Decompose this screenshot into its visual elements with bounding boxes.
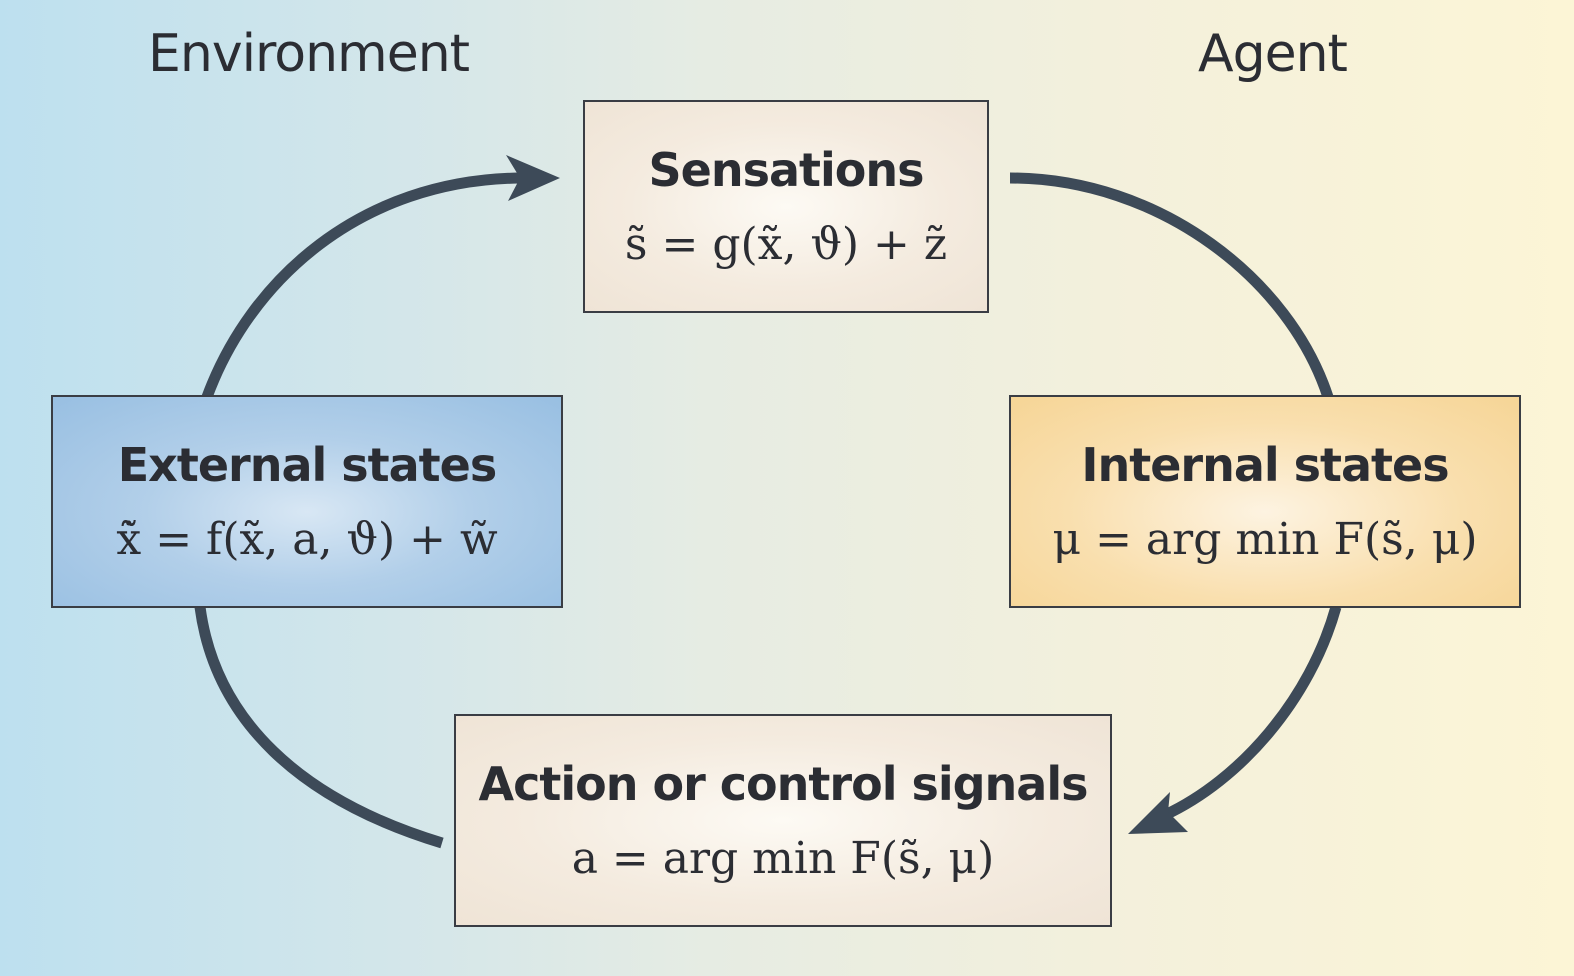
environment-label: Environment — [148, 24, 470, 84]
external-states-box: External states x̃̇ = f(x̃, a, ϑ) + w̃ — [51, 395, 563, 608]
arrow-external-to-sensations — [201, 172, 521, 399]
external-states-title: External states — [117, 438, 498, 492]
agent-label: Agent — [1198, 24, 1348, 84]
internal-states-title: Internal states — [1081, 438, 1449, 492]
internal-states-equation: μ = arg min F(s̃, μ) — [1052, 514, 1478, 565]
arrow-sensations-to-internal — [1009, 172, 1334, 399]
external-states-equation: x̃̇ = f(x̃, a, ϑ) + w̃ — [116, 514, 498, 565]
internal-states-box: Internal states μ = arg min F(s̃, μ) — [1009, 395, 1521, 608]
sensations-title: Sensations — [648, 143, 925, 197]
arrowhead-action-icon — [1128, 792, 1188, 834]
sensations-box: Sensations s̃ = g(x̃, ϑ) + z̃ — [583, 100, 989, 313]
arrow-action-to-external — [194, 606, 444, 849]
action-title: Action or control signals — [478, 757, 1089, 811]
arrowhead-sensations-icon — [506, 155, 560, 201]
sensations-equation: s̃ = g(x̃, ϑ) + z̃ — [624, 219, 948, 270]
action-box: Action or control signals a = arg min F(… — [454, 714, 1112, 927]
action-equation: a = arg min F(s̃, μ) — [571, 833, 995, 884]
arrow-internal-to-action — [1162, 605, 1342, 820]
